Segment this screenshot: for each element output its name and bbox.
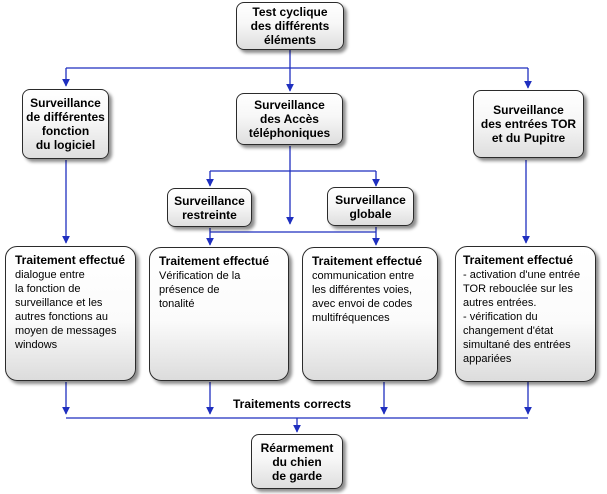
panel-body: Vérification de la présence de tonalité bbox=[159, 270, 241, 310]
panel-title: Traitement effectué bbox=[312, 254, 423, 268]
traitements-corrects-label: Traitements corrects bbox=[233, 397, 352, 411]
node-surveillance-restreinte: Surveillance restreinte bbox=[167, 188, 252, 227]
panel-title: Traitement effectué bbox=[15, 253, 126, 267]
node-surveillance-restreinte-text: Surveillance restreinte bbox=[174, 193, 245, 222]
panel-title: Traitement effectué bbox=[159, 254, 270, 268]
panel-traitement-restreinte: Traitement effectué Vérification de la p… bbox=[149, 247, 289, 381]
panel-traitement-tor: Traitement effectué - activation d'une e… bbox=[455, 246, 596, 382]
panel-traitement-globale: Traitement effectué communication entre … bbox=[302, 247, 438, 381]
panel-body: communication entre les différentes voie… bbox=[312, 270, 415, 324]
node-surveillance-logiciel-text: Surveillance de différentes fonction du … bbox=[26, 96, 105, 152]
node-surveillance-globale: Surveillance globale bbox=[327, 187, 414, 226]
node-test-cyclique: Test cyclique des différents éléments bbox=[236, 2, 344, 50]
node-surveillance-tor-text: Surveillance des entrées TOR et du Pupit… bbox=[480, 103, 577, 145]
node-surveillance-tor: Surveillance des entrées TOR et du Pupit… bbox=[473, 90, 584, 158]
node-surveillance-logiciel: Surveillance de différentes fonction du … bbox=[22, 89, 109, 159]
node-surveillance-acces: Surveillance des Accès téléphoniques bbox=[236, 93, 343, 145]
node-rearmement-text: Réarmement du chien de garde bbox=[260, 440, 334, 483]
node-test-cyclique-text: Test cyclique des différents éléments bbox=[250, 5, 330, 47]
panel-body: - activation d'une entrée TOR rebouclée … bbox=[463, 269, 581, 365]
panel-body: dialogue entre la fonction de surveillan… bbox=[15, 269, 117, 351]
node-surveillance-globale-text: Surveillance globale bbox=[335, 192, 406, 221]
panel-traitement-logiciel: Traitement effectué dialogue entre la fo… bbox=[5, 246, 136, 381]
node-rearmement: Réarmement du chien de garde bbox=[251, 434, 343, 489]
node-surveillance-acces-text: Surveillance des Accès téléphoniques bbox=[248, 98, 331, 140]
panel-title: Traitement effectué bbox=[463, 253, 574, 267]
